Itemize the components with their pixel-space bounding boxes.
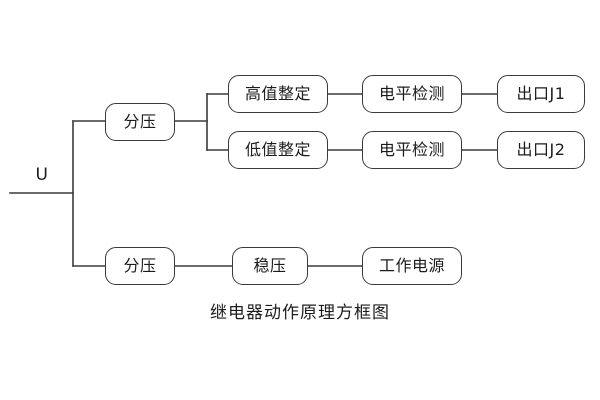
node-label-level-detect-2: 电平检测 xyxy=(378,140,445,159)
node-output-j1[interactable]: 出口J1 xyxy=(497,75,585,113)
node-low-setting[interactable]: 低值整定 xyxy=(228,131,328,169)
input-voltage-label: U xyxy=(35,165,49,185)
node-power-supply[interactable]: 工作电源 xyxy=(362,247,462,285)
node-regulator[interactable]: 稳压 xyxy=(232,247,308,285)
node-level-detect-1[interactable]: 电平检测 xyxy=(362,75,462,113)
node-label-divider-top: 分压 xyxy=(123,112,157,131)
node-output-j2[interactable]: 出口J2 xyxy=(497,131,585,169)
node-divider-bottom[interactable]: 分压 xyxy=(105,247,175,285)
node-label-divider-bottom: 分压 xyxy=(123,256,157,275)
node-label-level-detect-1: 电平检测 xyxy=(378,84,445,103)
diagram-caption: 继电器动作原理方框图 xyxy=(210,303,390,323)
node-label-output-j1: 出口J1 xyxy=(516,84,566,103)
node-level-detect-2[interactable]: 电平检测 xyxy=(362,131,462,169)
node-high-setting[interactable]: 高值整定 xyxy=(228,75,328,113)
node-divider-top[interactable]: 分压 xyxy=(105,103,175,141)
node-label-regulator: 稳压 xyxy=(253,256,287,275)
node-label-high-setting: 高值整定 xyxy=(244,84,311,103)
node-label-output-j2: 出口J2 xyxy=(516,140,566,159)
node-label-power-supply: 工作电源 xyxy=(378,256,445,275)
node-label-low-setting: 低值整定 xyxy=(244,140,311,159)
